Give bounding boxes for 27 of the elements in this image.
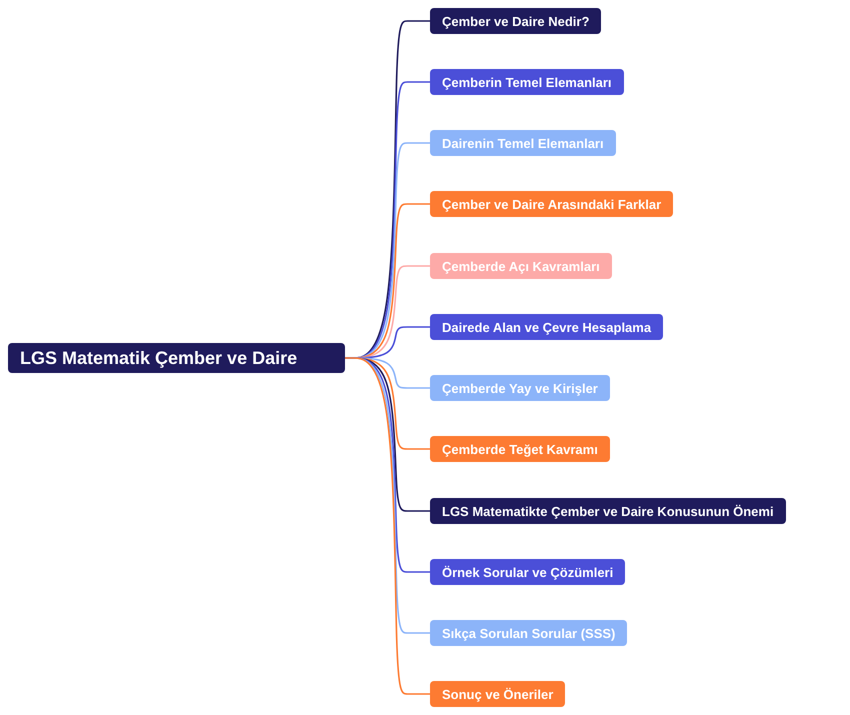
root-topic-label: LGS Matematik Çember ve Daire [20, 348, 298, 368]
subtopic-label: Çember ve Daire Nedir? [442, 14, 590, 28]
subtopic-label: Çember ve Daire Arasındaki Farklar [442, 196, 662, 212]
connector-curve [345, 357, 430, 695]
subtopic-box [430, 375, 610, 401]
subtopic-box [430, 130, 616, 156]
subtopic-label: Çemberde Açı Kavramları [442, 258, 600, 274]
subtopic-label: Sıkça Sorulan Sorular (SSS) [442, 626, 616, 640]
subtopic-box [430, 253, 612, 279]
subtopic-box [430, 436, 610, 462]
subtopic-label: Çemberin Temel Elemanları [442, 74, 612, 90]
subtopic-box [430, 8, 602, 34]
subtopic-label: Sonuç ve Öneriler [442, 686, 554, 702]
subtopic-label: Dairede Alan ve Çevre Hesaplama [442, 320, 652, 334]
subtopic-box [430, 498, 786, 524]
subtopic-label: Çemberde Teğet Kavramı [442, 442, 598, 456]
subtopic-box [430, 69, 624, 95]
subtopic-box [430, 314, 664, 340]
root-topic-box [8, 343, 345, 373]
subtopic-box [430, 559, 626, 585]
subtopic-label: Çemberde Yay ve Kirişler [442, 380, 598, 396]
subtopic-label: LGS Matematikte Çember ve Daire Konusunun Önemi [442, 504, 774, 518]
subtopic-box [430, 620, 628, 646]
subtopic-label: Örnek Sorular ve Çözümleri [442, 564, 614, 580]
subtopic-box [430, 191, 674, 217]
subtopic-label: Dairenin Temel Elemanları [442, 136, 604, 150]
subtopic-box [430, 681, 566, 707]
